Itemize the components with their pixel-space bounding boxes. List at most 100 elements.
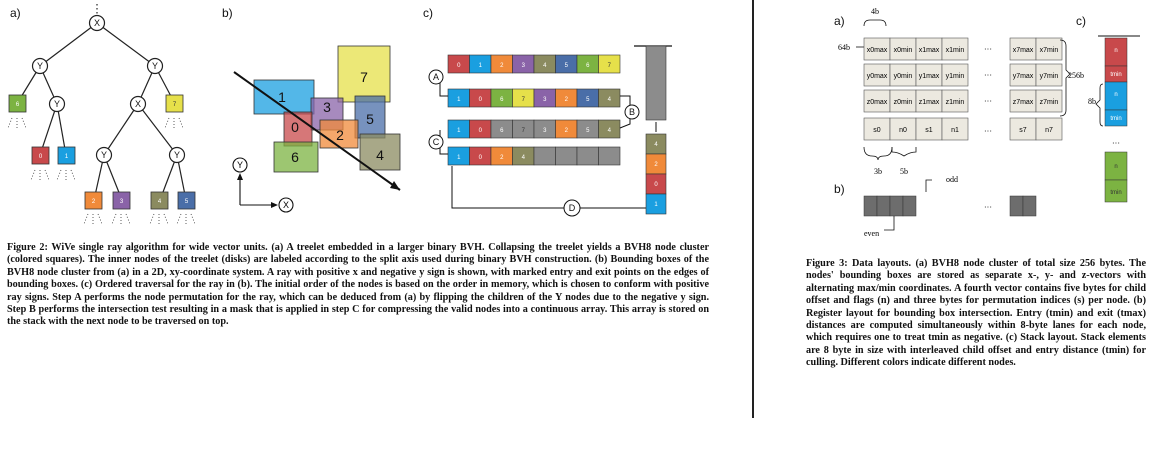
ellipsis-3: ··· <box>984 97 992 106</box>
layout-cell-label: z1max <box>919 99 940 106</box>
array-cell <box>598 88 621 108</box>
array-cell-label: 1 <box>457 97 461 103</box>
layout-cell <box>941 117 969 141</box>
layout-cell-label: x1min <box>946 47 965 54</box>
array-cell-label: 6 <box>500 128 504 134</box>
fig3-panel-c-label: c) <box>1076 14 1086 28</box>
layout-cell-label: s0 <box>873 127 881 134</box>
array-cell-label: 2 <box>565 128 569 134</box>
bounding-boxes-diagram: 1 0 3 2 5 4 6 7 Y X <box>232 45 401 213</box>
tree-leaf-5: 5 <box>185 199 189 205</box>
array-cell-label: 2 <box>500 63 504 69</box>
array-cell-label: 3 <box>543 97 547 103</box>
stack3-ellipsis: ··· <box>1112 139 1120 148</box>
box-label-4: 4 <box>376 147 384 163</box>
dim-64b: 64b <box>838 43 850 52</box>
layout-cell <box>1035 37 1063 61</box>
tree-leaf-6: 6 <box>16 102 20 108</box>
tree-leaf-3: 3 <box>120 199 124 205</box>
array-cell-label: 0 <box>457 63 461 69</box>
array-cell-label: 5 <box>586 128 590 134</box>
array-cell-label: 2 <box>500 155 504 161</box>
register-cell <box>876 195 891 217</box>
stack-item-1: 1 <box>654 202 658 208</box>
fig2-panel-c-label: c) <box>423 6 433 20</box>
axis-x-label: X <box>283 200 289 210</box>
array-cell <box>598 54 621 74</box>
dim-3b: 3b <box>874 167 882 176</box>
fig3-panel-a-label: a) <box>834 14 845 28</box>
tree-node-inner-5: Y <box>101 150 107 160</box>
tree-node-root: X <box>94 18 100 28</box>
array-cell-label: 5 <box>586 97 590 103</box>
layout-cell <box>941 89 969 113</box>
box-label-5: 5 <box>366 111 374 127</box>
register-cell <box>1022 195 1037 217</box>
treelet-diagram: X Y Y Y X Y Y 6 7 0 1 2 3 4 5 <box>7 4 196 225</box>
layout-cell-label: x1max <box>919 47 940 54</box>
layout-cell-label: s1 <box>925 127 933 134</box>
dim-4b: 4b <box>871 7 879 16</box>
box-label-1: 1 <box>278 89 286 105</box>
tree-node-inner-4: X <box>135 99 141 109</box>
layout-cell-label: x7max <box>1013 47 1034 54</box>
stack3-tmin-3: tmin <box>1110 190 1121 196</box>
array-cell-label: 2 <box>565 97 569 103</box>
array-cell-empty <box>555 146 578 166</box>
stack3-tmin-1: tmin <box>1110 72 1121 78</box>
layout-cell <box>1035 63 1063 87</box>
array-cell-label: 1 <box>457 155 461 161</box>
tree-leaf-2: 2 <box>92 199 96 205</box>
tree-leaf-4: 4 <box>158 199 162 205</box>
even-label: even <box>864 229 879 238</box>
tree-leaf-7: 7 <box>173 102 177 108</box>
register-cell <box>902 195 917 217</box>
array-cell-empty <box>533 146 556 166</box>
array-cell-label: 4 <box>608 97 612 103</box>
layout-cell-label: z7max <box>1013 99 1034 106</box>
array-cell-empty <box>598 146 621 166</box>
box-label-0: 0 <box>291 119 299 135</box>
layout-cell-label: y7max <box>1013 73 1034 80</box>
tree-node-inner-6: Y <box>174 150 180 160</box>
layout-cell-label: x7min <box>1040 47 1059 54</box>
fig3-panel-b-label: b) <box>834 182 845 196</box>
tree-node-inner-3: Y <box>54 99 60 109</box>
step-d-label: D <box>569 203 576 213</box>
box-label-6: 6 <box>291 149 299 165</box>
array-cell-label: 3 <box>543 128 547 134</box>
dim-5b: 5b <box>900 167 908 176</box>
register-cell <box>889 195 904 217</box>
stack-item-0: 0 <box>654 182 658 188</box>
layout-cell-label: y0min <box>894 73 913 80</box>
stack3-tmin-2: tmin <box>1110 116 1121 122</box>
layout-cell <box>1035 117 1063 141</box>
layout-cell-label: x0max <box>867 47 888 54</box>
dim-8b: 8b <box>1088 97 1096 106</box>
stack-item-2: 2 <box>654 162 658 168</box>
layout-cell-label: y7min <box>1040 73 1059 80</box>
ellipsis-2: ··· <box>984 71 992 80</box>
ellipsis-4: ··· <box>984 127 992 136</box>
array-cell <box>598 119 621 139</box>
stack3-n-1: n <box>1114 48 1117 54</box>
layout-cell-label: y0max <box>867 73 888 80</box>
layout-cell-label: n1 <box>951 127 959 134</box>
layout-cell-label: s7 <box>1019 127 1027 134</box>
stack-item-4: 4 <box>654 142 658 148</box>
array-cell-label: 0 <box>479 155 483 161</box>
array-cell-label: 1 <box>479 63 483 69</box>
stack3-n-2: n <box>1114 92 1117 98</box>
array-cell-label: 4 <box>522 155 526 161</box>
step-c-label: C <box>433 137 440 147</box>
figure-3-caption: Figure 3: Data layouts. (a) BVH8 node cl… <box>806 258 1146 369</box>
axis-y-label: Y <box>237 160 243 170</box>
layout-cell-label: y1min <box>946 73 965 80</box>
step-a-label: A <box>433 72 439 82</box>
array-cell-label: 1 <box>457 128 461 134</box>
layout-cell <box>1035 89 1063 113</box>
figure-2-caption: Figure 2: WiVe single ray algorithm for … <box>7 242 709 328</box>
dim-256b: 256b <box>1068 71 1084 80</box>
register-cell <box>1009 195 1024 217</box>
